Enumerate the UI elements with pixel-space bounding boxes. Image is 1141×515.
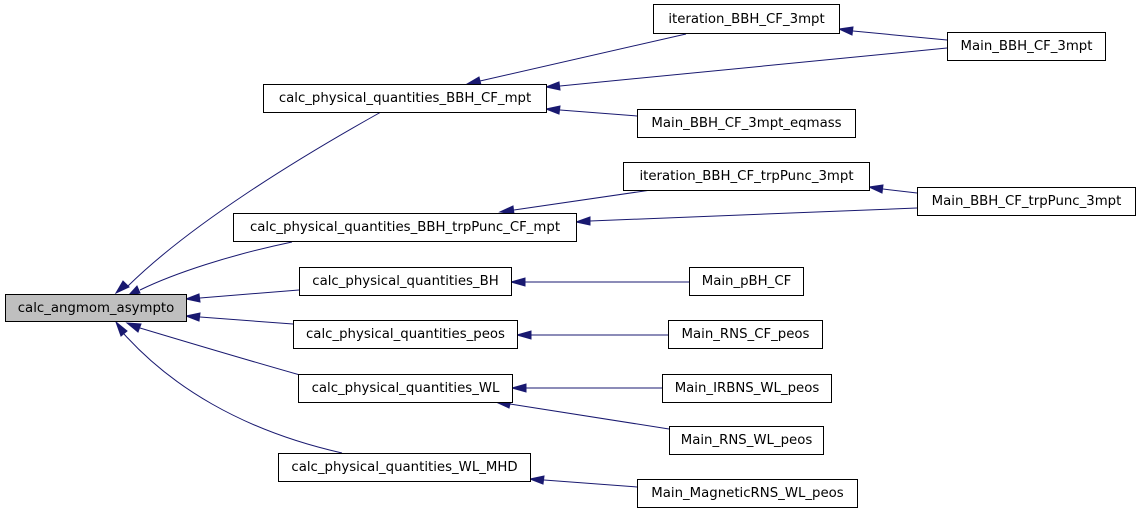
arrowhead bbox=[510, 383, 527, 393]
node-main-rns-wl-peos[interactable]: Main_RNS_WL_peos bbox=[669, 426, 824, 455]
node-main-irbns-wl-peos[interactable]: Main_IRBNS_WL_peos bbox=[662, 374, 832, 403]
node-main-magneticrns-wl-peos[interactable]: Main_MagneticRNS_WL_peos bbox=[637, 479, 858, 508]
node-calc-physical-quantities-wl[interactable]: calc_physical_quantities_WL bbox=[298, 374, 513, 403]
arrowhead bbox=[837, 26, 854, 36]
node-main-bbh-cf-3mpt[interactable]: Main_BBH_CF_3mpt bbox=[947, 32, 1106, 61]
arrowhead bbox=[184, 293, 201, 303]
node-iteration-bbh-cf-3mpt[interactable]: iteration_BBH_CF_3mpt bbox=[653, 4, 840, 34]
arrowhead bbox=[544, 105, 561, 115]
arrowhead bbox=[125, 322, 142, 333]
node-calc-angmom-asympto: calc_angmom_asympto bbox=[5, 294, 187, 322]
edge-wl-mhd-to-root bbox=[123, 333, 343, 454]
edge-bh-to-root bbox=[199, 289, 300, 299]
node-iteration-bbh-cf-trppunc-3mpt[interactable]: iteration_BBH_CF_trpPunc_3mpt bbox=[623, 162, 870, 191]
edge-main-bbh-eq-to-bbh-cf-mpt bbox=[559, 109, 638, 117]
edge-main-trp-to-bbh-trppunc bbox=[589, 207, 918, 222]
edge-main-rns-wl-to-wl bbox=[509, 403, 670, 430]
node-calc-physical-quantities-wl-mhd[interactable]: calc_physical_quantities_WL_MHD bbox=[278, 453, 531, 482]
edge-iter-bbh-to-bbh-cf-mpt bbox=[479, 33, 687, 82]
edge-bbh-cf-mpt-to-root bbox=[127, 111, 382, 287]
arrowhead bbox=[867, 184, 884, 194]
arrowhead bbox=[528, 475, 545, 485]
edge-main-trp-to-iter-trp bbox=[882, 188, 918, 194]
arrowhead bbox=[574, 216, 591, 226]
edge-main-bbh-to-iter-bbh bbox=[852, 30, 948, 41]
arrowhead bbox=[509, 277, 526, 287]
node-main-bbh-cf-3mpt-eqmass[interactable]: Main_BBH_CF_3mpt_eqmass bbox=[637, 109, 856, 138]
edge-wl-to-root bbox=[139, 327, 301, 376]
edge-peos-to-root bbox=[199, 316, 294, 325]
node-calc-physical-quantities-peos[interactable]: calc_physical_quantities_peos bbox=[293, 320, 518, 349]
node-main-bbh-cf-trppunc-3mpt[interactable]: Main_BBH_CF_trpPunc_3mpt bbox=[917, 187, 1136, 216]
edge-main-bbh-to-bbh-cf-mpt bbox=[559, 47, 948, 87]
arrowhead bbox=[114, 320, 128, 337]
node-calc-physical-quantities-bbh-cf-mpt[interactable]: calc_physical_quantities_BBH_CF_mpt bbox=[263, 84, 547, 113]
edge-bbh-trppunc-to-root bbox=[139, 241, 293, 291]
arrowhead bbox=[515, 330, 532, 340]
edge-main-mag-to-wl-mhd bbox=[543, 479, 638, 488]
node-main-pbh-cf[interactable]: Main_pBH_CF bbox=[689, 267, 804, 296]
arrowhead bbox=[544, 81, 561, 91]
arrowhead bbox=[114, 280, 130, 295]
node-calc-physical-quantities-bbh-trppunc-cf-mpt[interactable]: calc_physical_quantities_BBH_trpPunc_CF_… bbox=[233, 213, 577, 242]
node-calc-physical-quantities-bh[interactable]: calc_physical_quantities_BH bbox=[299, 267, 512, 296]
node-main-rns-cf-peos[interactable]: Main_RNS_CF_peos bbox=[668, 320, 823, 349]
edge-iter-trp-to-bbh-trppunc bbox=[513, 189, 652, 211]
arrowhead bbox=[184, 312, 201, 322]
